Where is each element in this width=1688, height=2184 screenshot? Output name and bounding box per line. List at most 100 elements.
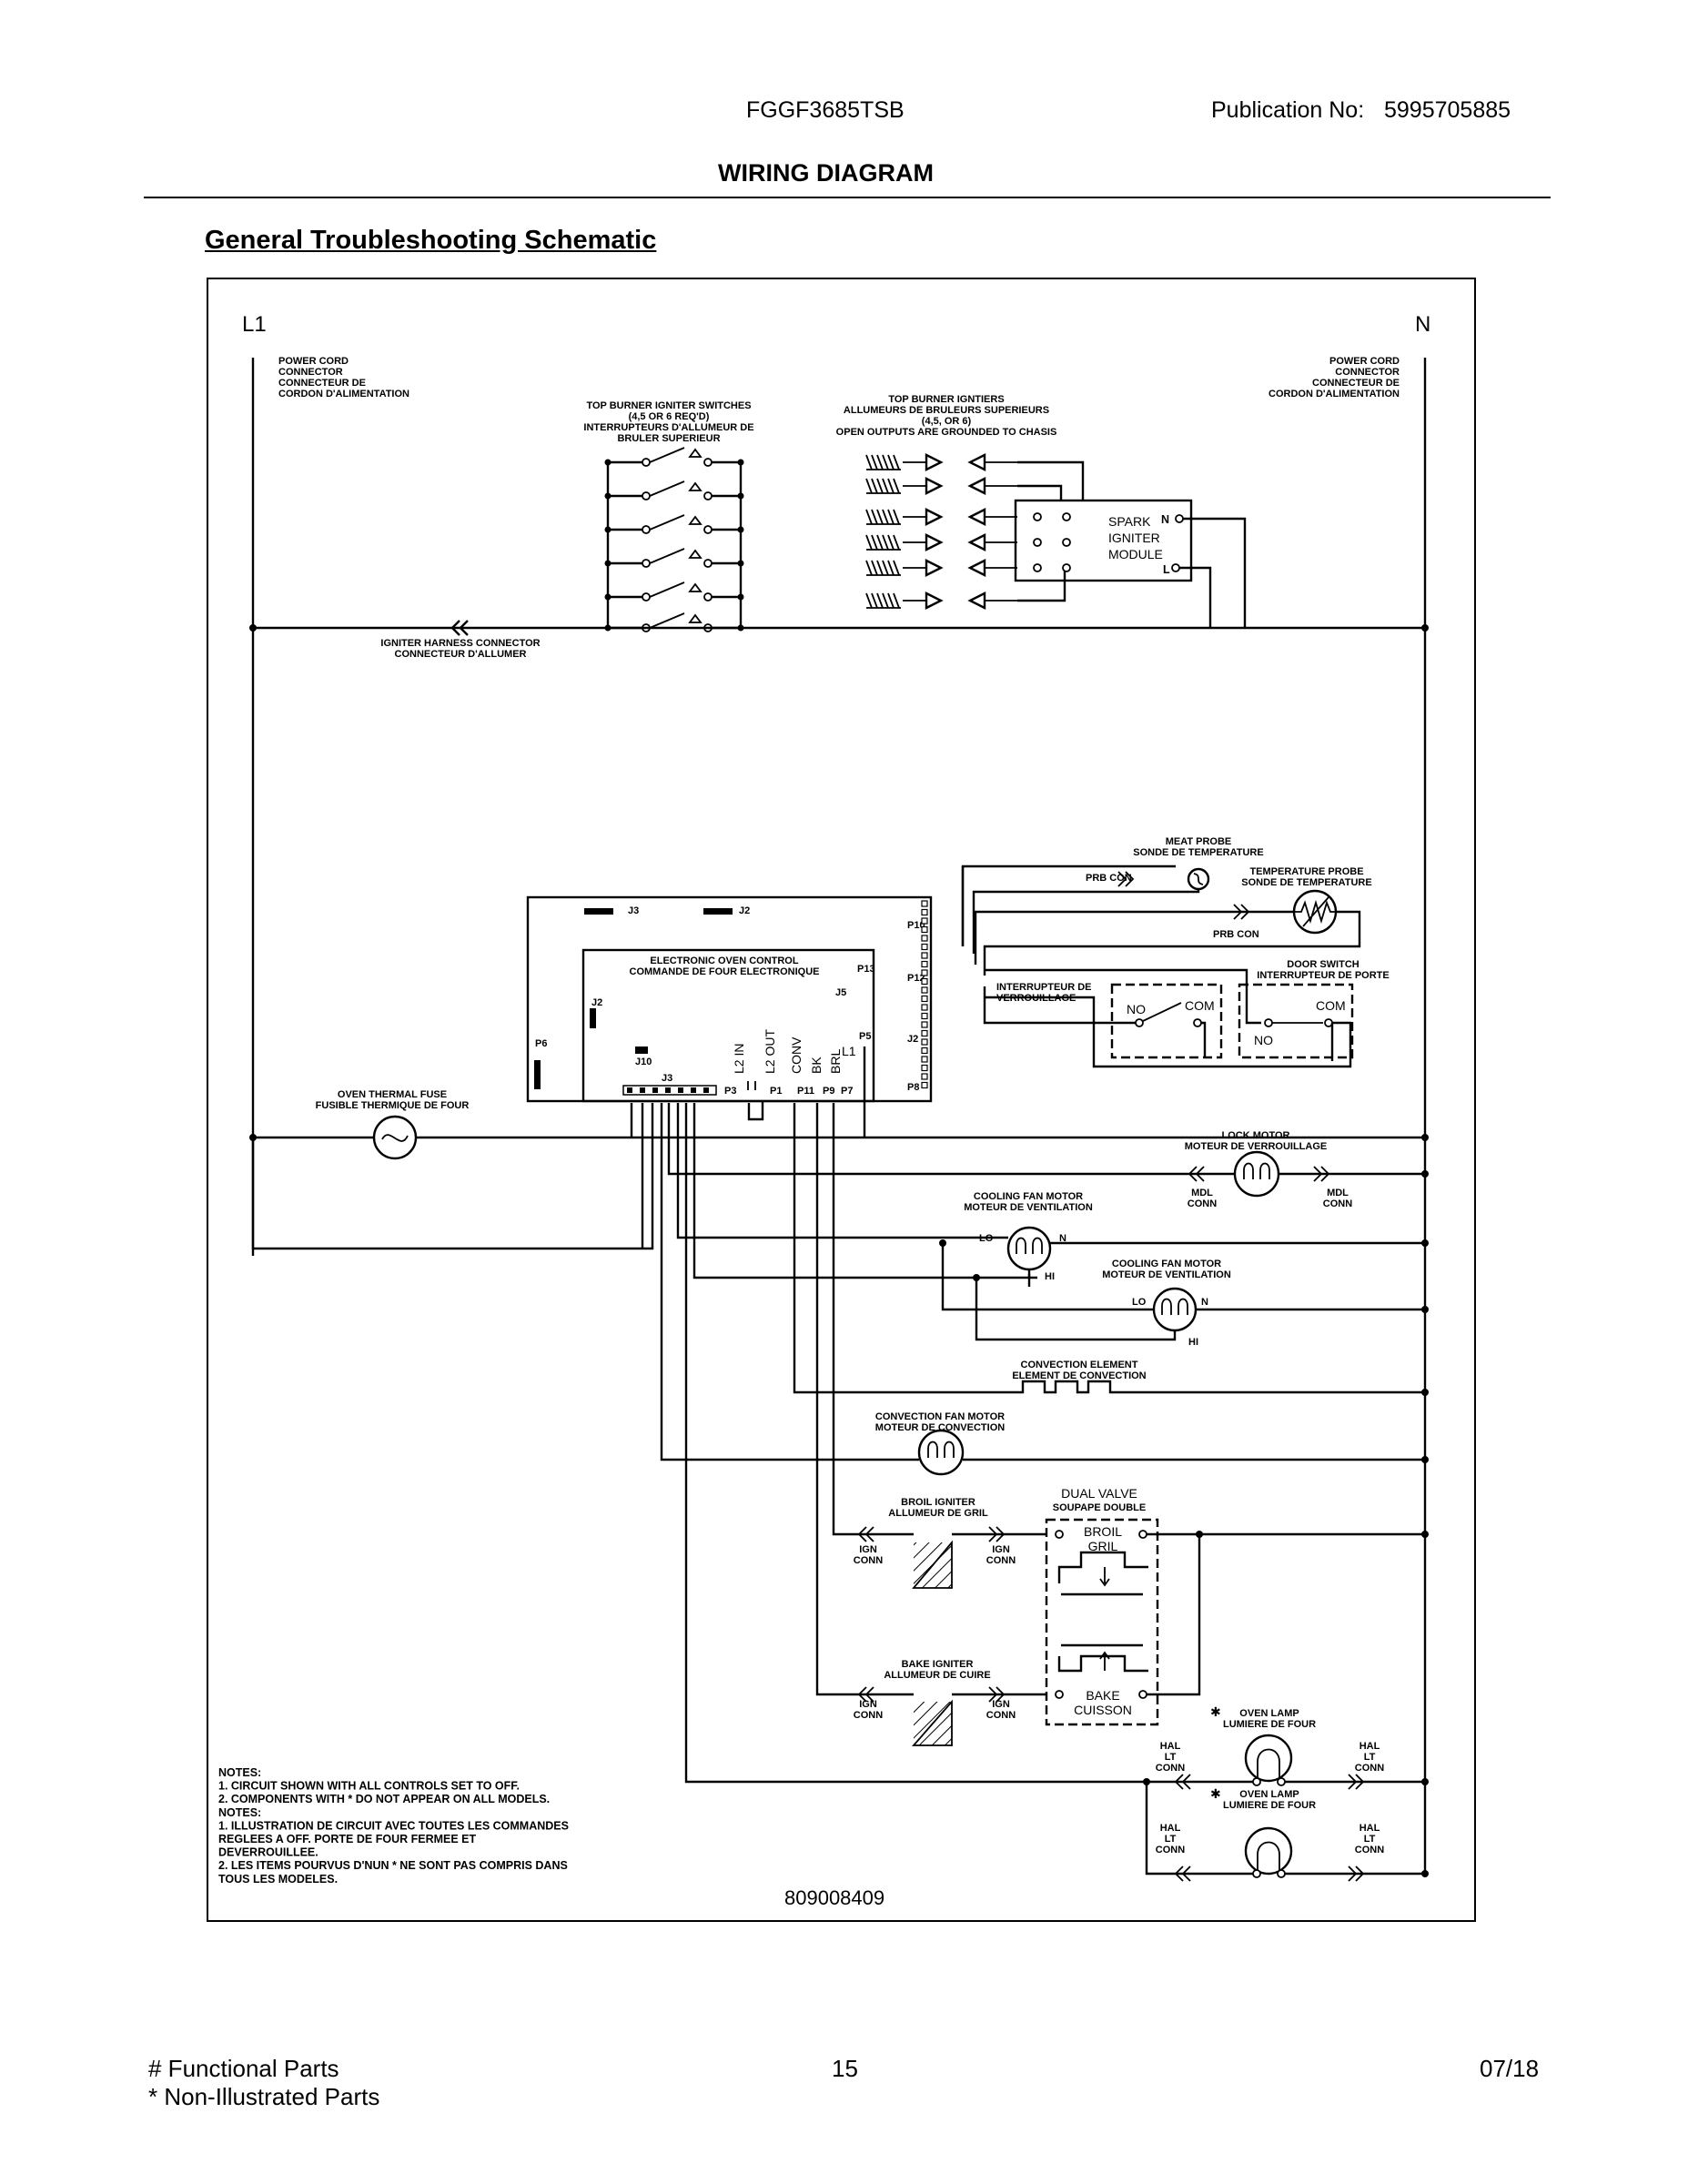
- junction-dot: [1421, 1239, 1429, 1247]
- svg-text:MDL: MDL: [1327, 1188, 1349, 1198]
- igniter-arrow: [925, 533, 944, 551]
- ground-hatch: [882, 560, 889, 576]
- svg-text:OVEN LAMP: OVEN LAMP: [1239, 1708, 1299, 1719]
- eoc-right-pin: [921, 977, 928, 986]
- ground-hatch: [865, 560, 873, 576]
- ground-hatch: [893, 592, 900, 609]
- ground-hatch: [871, 509, 878, 525]
- ground-hatch: [865, 454, 873, 470]
- svg-text:(4,5, OR 6): (4,5, OR 6): [922, 416, 972, 427]
- oven-lamp-2: ✱ OVEN LAMP LUMIERE DE FOUR HAL LT CONN …: [1145, 1782, 1425, 1882]
- l1-branch: [251, 1103, 654, 1250]
- svg-text:SPARK: SPARK: [1108, 514, 1151, 529]
- junction-dot: [737, 526, 744, 533]
- schematic-title: General Troubleshooting Schematic: [205, 226, 657, 255]
- svg-text:OVEN THERMAL FUSE: OVEN THERMAL FUSE: [338, 1089, 447, 1100]
- j3-pin: [652, 1087, 658, 1093]
- svg-text:POWER CORD: POWER CORD: [278, 356, 349, 367]
- ground-hatch: [887, 560, 895, 576]
- svg-text:BK: BK: [809, 1057, 824, 1074]
- svg-text:CONNECTOR: CONNECTOR: [1335, 367, 1400, 378]
- svg-text:J2: J2: [739, 905, 750, 916]
- top-burner-igniter-1: [865, 453, 1017, 471]
- j3-pin: [627, 1087, 632, 1093]
- svg-text:HAL: HAL: [1160, 1741, 1181, 1752]
- svg-text:J3: J3: [628, 905, 639, 916]
- svg-text:CONN: CONN: [1156, 1763, 1185, 1774]
- junction-dot: [1421, 1306, 1429, 1313]
- page-number: 15: [832, 2055, 858, 2082]
- svg-text:COMMANDE DE FOUR ELECTRONIQUE: COMMANDE DE FOUR ELECTRONIQUE: [630, 966, 820, 977]
- temperature-probe: TEMPERATURE PROBE SONDE DE TEMPERATURE P…: [974, 866, 1372, 976]
- svg-text:J2: J2: [591, 997, 602, 1008]
- svg-text:CONNECTEUR DE: CONNECTEUR DE: [1312, 378, 1400, 389]
- svg-text:MODULE: MODULE: [1108, 547, 1163, 561]
- igniter-arrow: [925, 508, 944, 526]
- svg-text:LT: LT: [1364, 1752, 1376, 1763]
- svg-text:L: L: [1163, 563, 1170, 576]
- svg-text:(4,5 OR 6 REQ'D): (4,5 OR 6 REQ'D): [629, 411, 710, 422]
- switch-blade: [649, 447, 685, 463]
- ground-hatch: [876, 454, 884, 470]
- svg-text:CORDON D'ALIMENTATION: CORDON D'ALIMENTATION: [1269, 389, 1400, 399]
- power-cord-right-label: POWER CORD CONNECTOR CONNECTEUR DE CORDO…: [1269, 356, 1400, 399]
- note-line: 2. COMPONENTS WITH * DO NOT APPEAR ON AL…: [218, 1793, 550, 1805]
- svg-text:HAL: HAL: [1359, 1741, 1380, 1752]
- ground-hatch: [865, 592, 873, 609]
- junction-dot: [737, 560, 744, 567]
- ground-hatch: [876, 509, 884, 525]
- eoc-right-pin: [921, 1012, 928, 1020]
- page-title: WIRING DIAGRAM: [718, 159, 934, 187]
- convection-element: CONVECTION ELEMENT ELEMENT DE CONVECTION: [793, 1103, 1425, 1394]
- svg-text:CONN: CONN: [854, 1555, 883, 1566]
- svg-text:CONV: CONV: [789, 1036, 804, 1074]
- svg-text:MOTEUR DE VENTILATION: MOTEUR DE VENTILATION: [964, 1202, 1093, 1213]
- broil-igniter: BROIL IGNITER ALLUMEUR DE GRIL IGN CONN …: [832, 1103, 1046, 1589]
- junction-dot: [1421, 1389, 1429, 1396]
- svg-text:P3: P3: [724, 1086, 736, 1097]
- oven-door-lock-switch: INTERRUPTEUR DE VERROUILLAGE NO COM: [983, 982, 1223, 1059]
- top-burner-igniter-switches: TOP BURNER IGNITER SWITCHES (4,5 OR 6 RE…: [583, 400, 754, 632]
- svg-text:J3: J3: [662, 1073, 672, 1084]
- svg-text:P7: P7: [841, 1086, 853, 1097]
- functional-parts-note: # Functional Parts: [148, 2055, 339, 2082]
- ground-hatch: [882, 509, 889, 525]
- junction-dot: [249, 624, 257, 632]
- ground-hatch: [887, 478, 895, 494]
- schematic-frame: [207, 278, 1476, 1922]
- svg-text:DOOR SWITCH: DOOR SWITCH: [1287, 959, 1359, 970]
- svg-text:INTERRUPTEURS D'ALLUMEUR DE: INTERRUPTEURS D'ALLUMEUR DE: [583, 422, 753, 433]
- svg-text:OVEN LAMP: OVEN LAMP: [1239, 1789, 1299, 1800]
- ground-hatch: [887, 454, 895, 470]
- ground-hatch: [882, 534, 889, 551]
- eoc-right-pin: [921, 1081, 928, 1089]
- svg-text:HI: HI: [1045, 1271, 1055, 1282]
- lock-motor: LOCK MOTOR MOTEUR DE VERROUILLAGE MDL CO…: [251, 1103, 1425, 1256]
- junction-dot: [737, 593, 744, 601]
- junction-dot: [604, 526, 612, 533]
- svg-text:MDL: MDL: [1191, 1188, 1213, 1198]
- svg-text:L2 OUT: L2 OUT: [763, 1029, 777, 1074]
- svg-text:NO: NO: [1127, 1002, 1146, 1016]
- module-terminal: [1033, 563, 1042, 572]
- switch-contact: [642, 491, 651, 500]
- svg-text:IGN: IGN: [859, 1699, 877, 1710]
- svg-text:P10: P10: [907, 920, 925, 931]
- bake-igniter: BAKE IGNITER ALLUMEUR DE CUIRE IGN CONN …: [815, 1103, 1046, 1746]
- ground-hatch: [865, 534, 873, 551]
- revision-date: 07/18: [1480, 2055, 1540, 2082]
- eoc-right-pin: [921, 908, 928, 916]
- ground-hatch: [882, 592, 889, 609]
- eoc-right-pin: [921, 1064, 928, 1072]
- svg-text:BAKE IGNITER: BAKE IGNITER: [902, 1659, 974, 1670]
- switch-contact: [703, 491, 713, 500]
- svg-text:P6: P6: [535, 1038, 547, 1049]
- eoc-right-pin: [921, 1021, 928, 1028]
- svg-text:ELECTRONIC OVEN CONTROL: ELECTRONIC OVEN CONTROL: [650, 956, 798, 966]
- oven-lamp-1: ✱ OVEN LAMP LUMIERE DE FOUR HAL LT CONN …: [684, 1103, 1425, 1790]
- top-burner-igniter-4: [865, 533, 1017, 551]
- svg-text:IGNITER HARNESS CONNECTOR: IGNITER HARNESS CONNECTOR: [380, 638, 540, 649]
- igniter-arrow: [967, 453, 986, 471]
- svg-text:L2 IN: L2 IN: [732, 1044, 746, 1074]
